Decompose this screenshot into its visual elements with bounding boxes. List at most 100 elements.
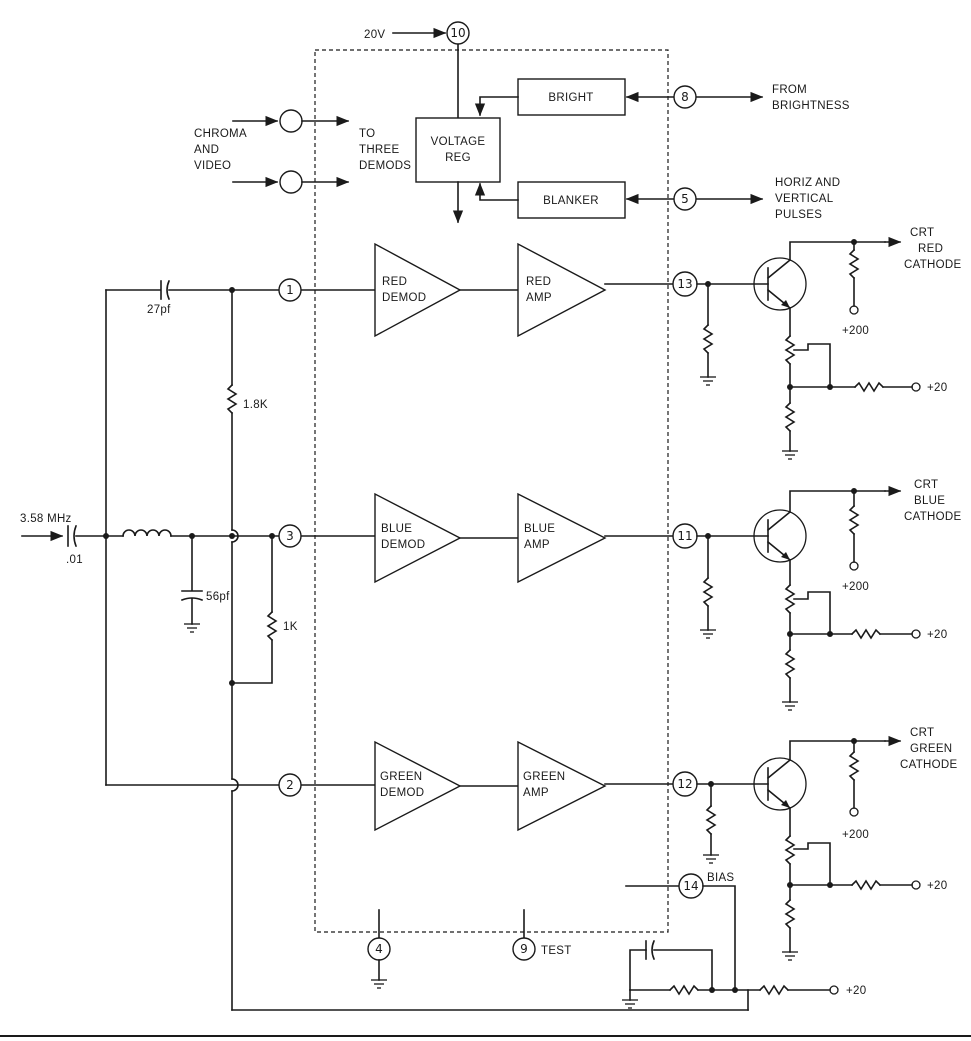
red-amp-label-1: RED xyxy=(526,276,551,288)
pin-10: 10 xyxy=(446,21,470,45)
green-amp-label-2: AMP xyxy=(523,787,549,799)
pin-11: 11 xyxy=(672,523,698,549)
green-demod-label-2: DEMOD xyxy=(380,787,424,799)
pin-4: 4 xyxy=(367,937,391,961)
blanker-block xyxy=(517,181,626,219)
pin-8: 8 xyxy=(673,85,697,109)
bias-label: BIAS xyxy=(707,872,734,884)
resistor-1k xyxy=(266,610,278,642)
chroma-label-2: AND xyxy=(194,144,219,156)
pin-3: 3 xyxy=(278,524,302,548)
ground-icon xyxy=(184,623,200,633)
red-amp-triangle xyxy=(517,242,607,338)
svg-text:13: 13 xyxy=(677,277,692,291)
crt-red-label-2: RED xyxy=(918,243,943,255)
wire-crossover xyxy=(231,529,239,543)
pin-5: 5 xyxy=(673,187,697,211)
ic-boundary xyxy=(314,49,669,933)
green-demod-triangle xyxy=(374,740,462,832)
blue-amp-label-1: BLUE xyxy=(524,523,555,535)
wire xyxy=(231,639,273,684)
bright-block xyxy=(517,78,626,116)
freq-label: 3.58 MHz xyxy=(20,513,72,525)
to-demods-label-1: TO xyxy=(359,128,375,140)
ground-icon xyxy=(371,979,387,989)
pin-1: 1 xyxy=(278,278,302,302)
svg-text:8: 8 xyxy=(681,90,689,104)
pin-9: 9 xyxy=(512,937,536,961)
svg-text:9: 9 xyxy=(520,942,528,956)
pin-2: 2 xyxy=(278,773,302,797)
cap-56pf-label: 56pf xyxy=(206,591,230,603)
blanker-label: BLANKER xyxy=(543,195,599,207)
red-plus200-label: +200 xyxy=(842,325,869,337)
svg-text:11: 11 xyxy=(677,529,692,543)
inductor-coil xyxy=(122,529,172,537)
blue-demod-triangle xyxy=(374,492,462,584)
coupling-cap xyxy=(67,524,78,548)
junction xyxy=(229,533,235,539)
from-brightness-label-1: FROM xyxy=(772,84,807,96)
resistor-1-8k-label: 1.8K xyxy=(243,399,268,411)
blue-amp-triangle xyxy=(517,492,607,584)
svg-text:4: 4 xyxy=(375,942,383,956)
green-amp-label-1: GREEN xyxy=(523,771,565,783)
junction xyxy=(229,680,235,686)
green-plus20-label: +20 xyxy=(927,880,947,892)
voltage-reg-label-2: REG xyxy=(445,152,471,164)
resistor-1-8k xyxy=(226,383,238,415)
resistor-1k-label: 1K xyxy=(283,621,298,633)
chroma-terminal xyxy=(279,109,303,133)
horiz-label-3: PULSES xyxy=(775,209,822,221)
crt-green-label-1: CRT xyxy=(910,727,934,739)
bright-to-reg-wire xyxy=(474,96,519,117)
svg-text:1: 1 xyxy=(286,283,294,297)
horiz-label-2: VERTICAL xyxy=(775,193,834,205)
red-demod-triangle xyxy=(374,242,462,338)
cap-56pf xyxy=(180,590,204,602)
video-terminal xyxy=(279,170,303,194)
pin-13: 13 xyxy=(672,271,698,297)
junction xyxy=(103,533,109,539)
green-output-stage xyxy=(696,735,921,961)
crt-green-label-2: GREEN xyxy=(910,743,952,755)
chroma-label-1: CHROMA xyxy=(194,128,247,140)
chroma-label-3: VIDEO xyxy=(194,160,231,172)
red-amp-label-2: AMP xyxy=(526,292,552,304)
svg-text:14: 14 xyxy=(683,879,698,893)
crt-red-label-1: CRT xyxy=(910,227,934,239)
svg-text:2: 2 xyxy=(286,778,294,792)
test-label: TEST xyxy=(541,945,572,957)
crt-red-label-3: CATHODE xyxy=(904,259,962,271)
svg-text:10: 10 xyxy=(450,26,465,40)
cap-27pf-label: 27pf xyxy=(147,304,171,316)
crt-blue-label-2: BLUE xyxy=(914,495,945,507)
bias-return-wire xyxy=(702,885,736,991)
svg-text:5: 5 xyxy=(681,192,689,206)
blue-output-stage xyxy=(696,485,921,711)
crt-green-label-3: CATHODE xyxy=(900,759,958,771)
svg-text:12: 12 xyxy=(677,777,692,791)
pin-12: 12 xyxy=(672,771,698,797)
to-demods-label-2: THREE xyxy=(359,144,400,156)
blue-demod-label-2: DEMOD xyxy=(381,539,425,551)
blue-plus20-label: +20 xyxy=(927,629,947,641)
blue-amp-label-2: AMP xyxy=(524,539,550,551)
crt-blue-label-1: CRT xyxy=(914,479,938,491)
blue-demod-label-1: BLUE xyxy=(381,523,412,535)
voltage-reg-label-1: VOLTAGE xyxy=(431,136,486,148)
from-brightness-label-2: BRIGHTNESS xyxy=(772,100,850,112)
voltage-reg-block xyxy=(415,117,501,183)
pin-14: 14 xyxy=(678,873,704,899)
supply-20v-label: 20V xyxy=(364,29,385,41)
blue-plus200-label: +200 xyxy=(842,581,869,593)
crt-blue-label-3: CATHODE xyxy=(904,511,962,523)
red-output-stage xyxy=(696,236,921,460)
red-demod-label-1: RED xyxy=(382,276,407,288)
blanker-to-reg-wire xyxy=(474,182,519,201)
bias-plus20-label: +20 xyxy=(846,985,866,997)
coupling-cap-label: .01 xyxy=(66,554,83,566)
to-demods-label-3: DEMODS xyxy=(359,160,411,172)
svg-text:3: 3 xyxy=(286,529,294,543)
green-demod-label-1: GREEN xyxy=(380,771,422,783)
